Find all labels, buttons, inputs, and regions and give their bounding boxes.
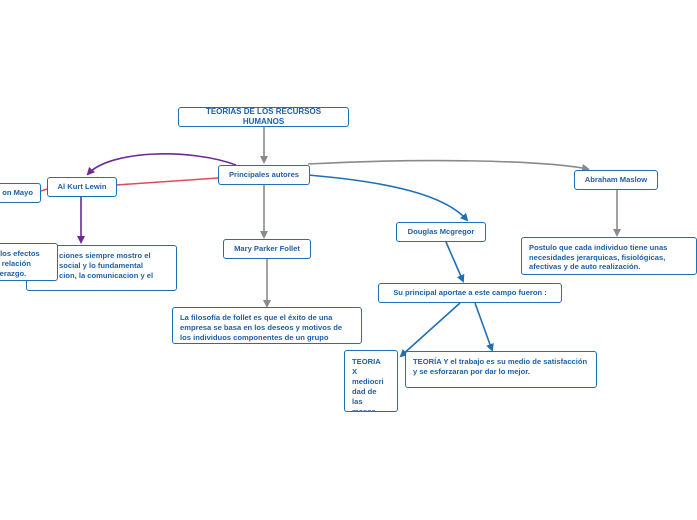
node-mayo-description[interactable]: r los efectos n relación derazgo. bbox=[0, 243, 58, 281]
edge-aporte-y bbox=[474, 302, 494, 352]
edge-principales-douglas bbox=[307, 174, 469, 222]
edge-principales-maslow bbox=[307, 159, 590, 172]
node-mary-parker-follet[interactable]: Mary Parker Follet bbox=[223, 239, 311, 259]
node-teoria-x[interactable]: TEORIA X mediocri dad de las masas bbox=[344, 350, 398, 412]
edge-douglas-aporte bbox=[445, 241, 465, 283]
node-douglas-mcgregor[interactable]: Douglas Mcgregor bbox=[396, 222, 486, 242]
edge-aporte-x bbox=[399, 302, 461, 358]
node-mcgregor-aporte[interactable]: Su principal aportae a este campo fueron… bbox=[378, 283, 562, 303]
node-elton-mayo[interactable]: on Mayo bbox=[0, 183, 41, 203]
node-root[interactable]: TEORIAS DE LOS RECURSOS HUMANOS bbox=[178, 107, 349, 127]
node-maslow-description[interactable]: Postulo que cada individuo tiene unas ne… bbox=[521, 237, 697, 275]
node-follet-description[interactable]: La filosofía de follet es que el éxito d… bbox=[172, 307, 362, 344]
edge-principales-lewin-red bbox=[115, 177, 219, 186]
node-kurt-lewin[interactable]: Al Kurt Lewin bbox=[47, 177, 117, 197]
edge-lewin-mayo bbox=[40, 188, 48, 192]
node-principales-autores[interactable]: Principales autores bbox=[218, 165, 310, 185]
node-teoria-y[interactable]: TEORÍA Y el trabajo es su medio de satis… bbox=[405, 351, 597, 388]
edge-principales-lewin bbox=[86, 153, 237, 176]
node-abraham-maslow[interactable]: Abraham Maslow bbox=[574, 170, 658, 190]
